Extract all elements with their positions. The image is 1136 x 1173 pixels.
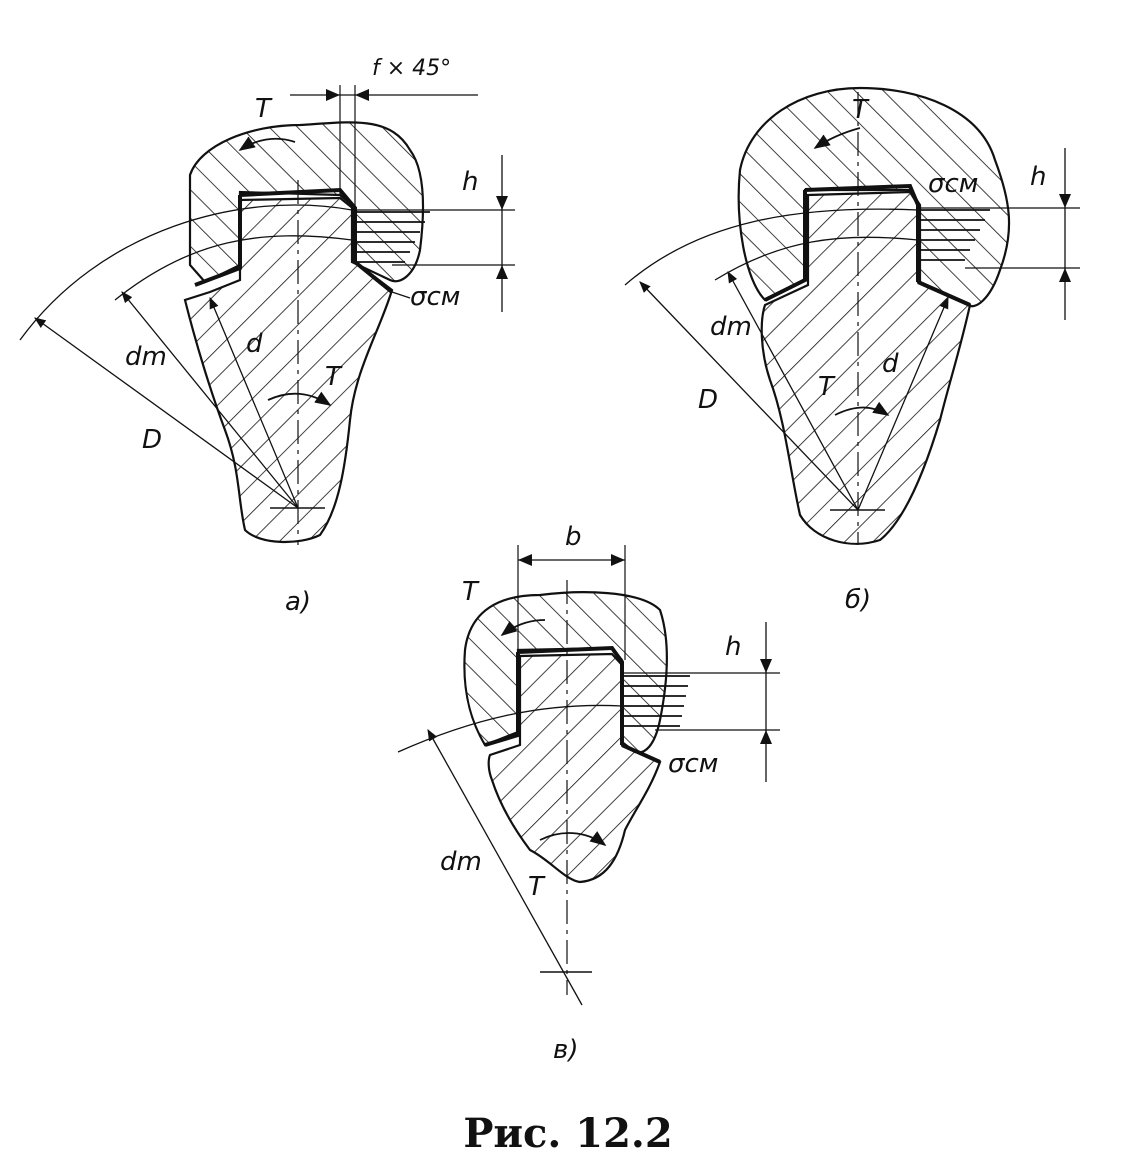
arc-dm [397,704,623,753]
stress-lines [355,211,430,263]
panel-b-labels: T T σсм h dm d D б) [698,95,1046,615]
dim-D [34,317,299,509]
label-stress: σсм [928,169,978,199]
label-torque-bottom: T [528,872,546,902]
label-dm: dm [710,312,752,342]
label-torque-bottom: T [818,372,836,402]
label-torque-top: T [462,577,480,607]
dim-D [639,281,859,511]
dim-dm [727,270,859,511]
label-D: D [698,385,718,415]
dim-d [209,296,299,509]
label-d: d [882,349,899,379]
panel-b [624,86,1080,545]
arc-dm [714,236,919,281]
torque-arrow-bottom [539,831,607,846]
dim-dm [121,291,299,509]
panel-a-labels: T T f × 45° h σсм dm d D а) [125,56,478,617]
label-d: d [246,329,263,359]
torque-arrow-top [238,136,296,151]
torque-arrow-bottom [267,391,332,406]
arc-D [624,208,919,286]
label-torque-top: T [255,94,273,124]
label-dm: dm [440,847,482,877]
label-stress: σсм [410,282,460,312]
panel-label-v: в) [553,1035,578,1065]
torque-arrow-bottom [834,401,890,416]
panel-label-b: б) [845,585,871,615]
key-outline [194,187,394,294]
dim-dm [427,728,583,1006]
panel-v-labels: b T h σсм dm T в) [440,522,741,1065]
label-torque-top: T [852,95,870,125]
arc-dm [114,235,353,301]
label-dm: dm [125,342,167,372]
label-chamfer: f × 45° [372,56,451,81]
hub-section [737,86,1011,308]
figure-caption: Рис. 12.2 [463,1110,673,1157]
label-D: D [142,425,162,455]
label-torque-bottom: T [325,362,343,392]
arc-D [19,204,353,341]
torque-arrow-top [813,127,861,149]
dim-d [857,296,949,511]
panel-v [397,545,780,1006]
label-h: h [725,632,741,662]
label-stress: σсм [668,749,718,779]
label-h: h [1030,162,1046,192]
label-b: b [565,522,582,552]
torque-arrow-top [500,619,546,636]
panel-a [19,85,515,545]
label-h: h [462,167,478,197]
stress-lines [920,209,990,261]
panel-label-a: а) [285,587,311,617]
stress-lines [624,675,690,727]
key-outline [484,645,661,764]
shaft-section [183,196,394,543]
